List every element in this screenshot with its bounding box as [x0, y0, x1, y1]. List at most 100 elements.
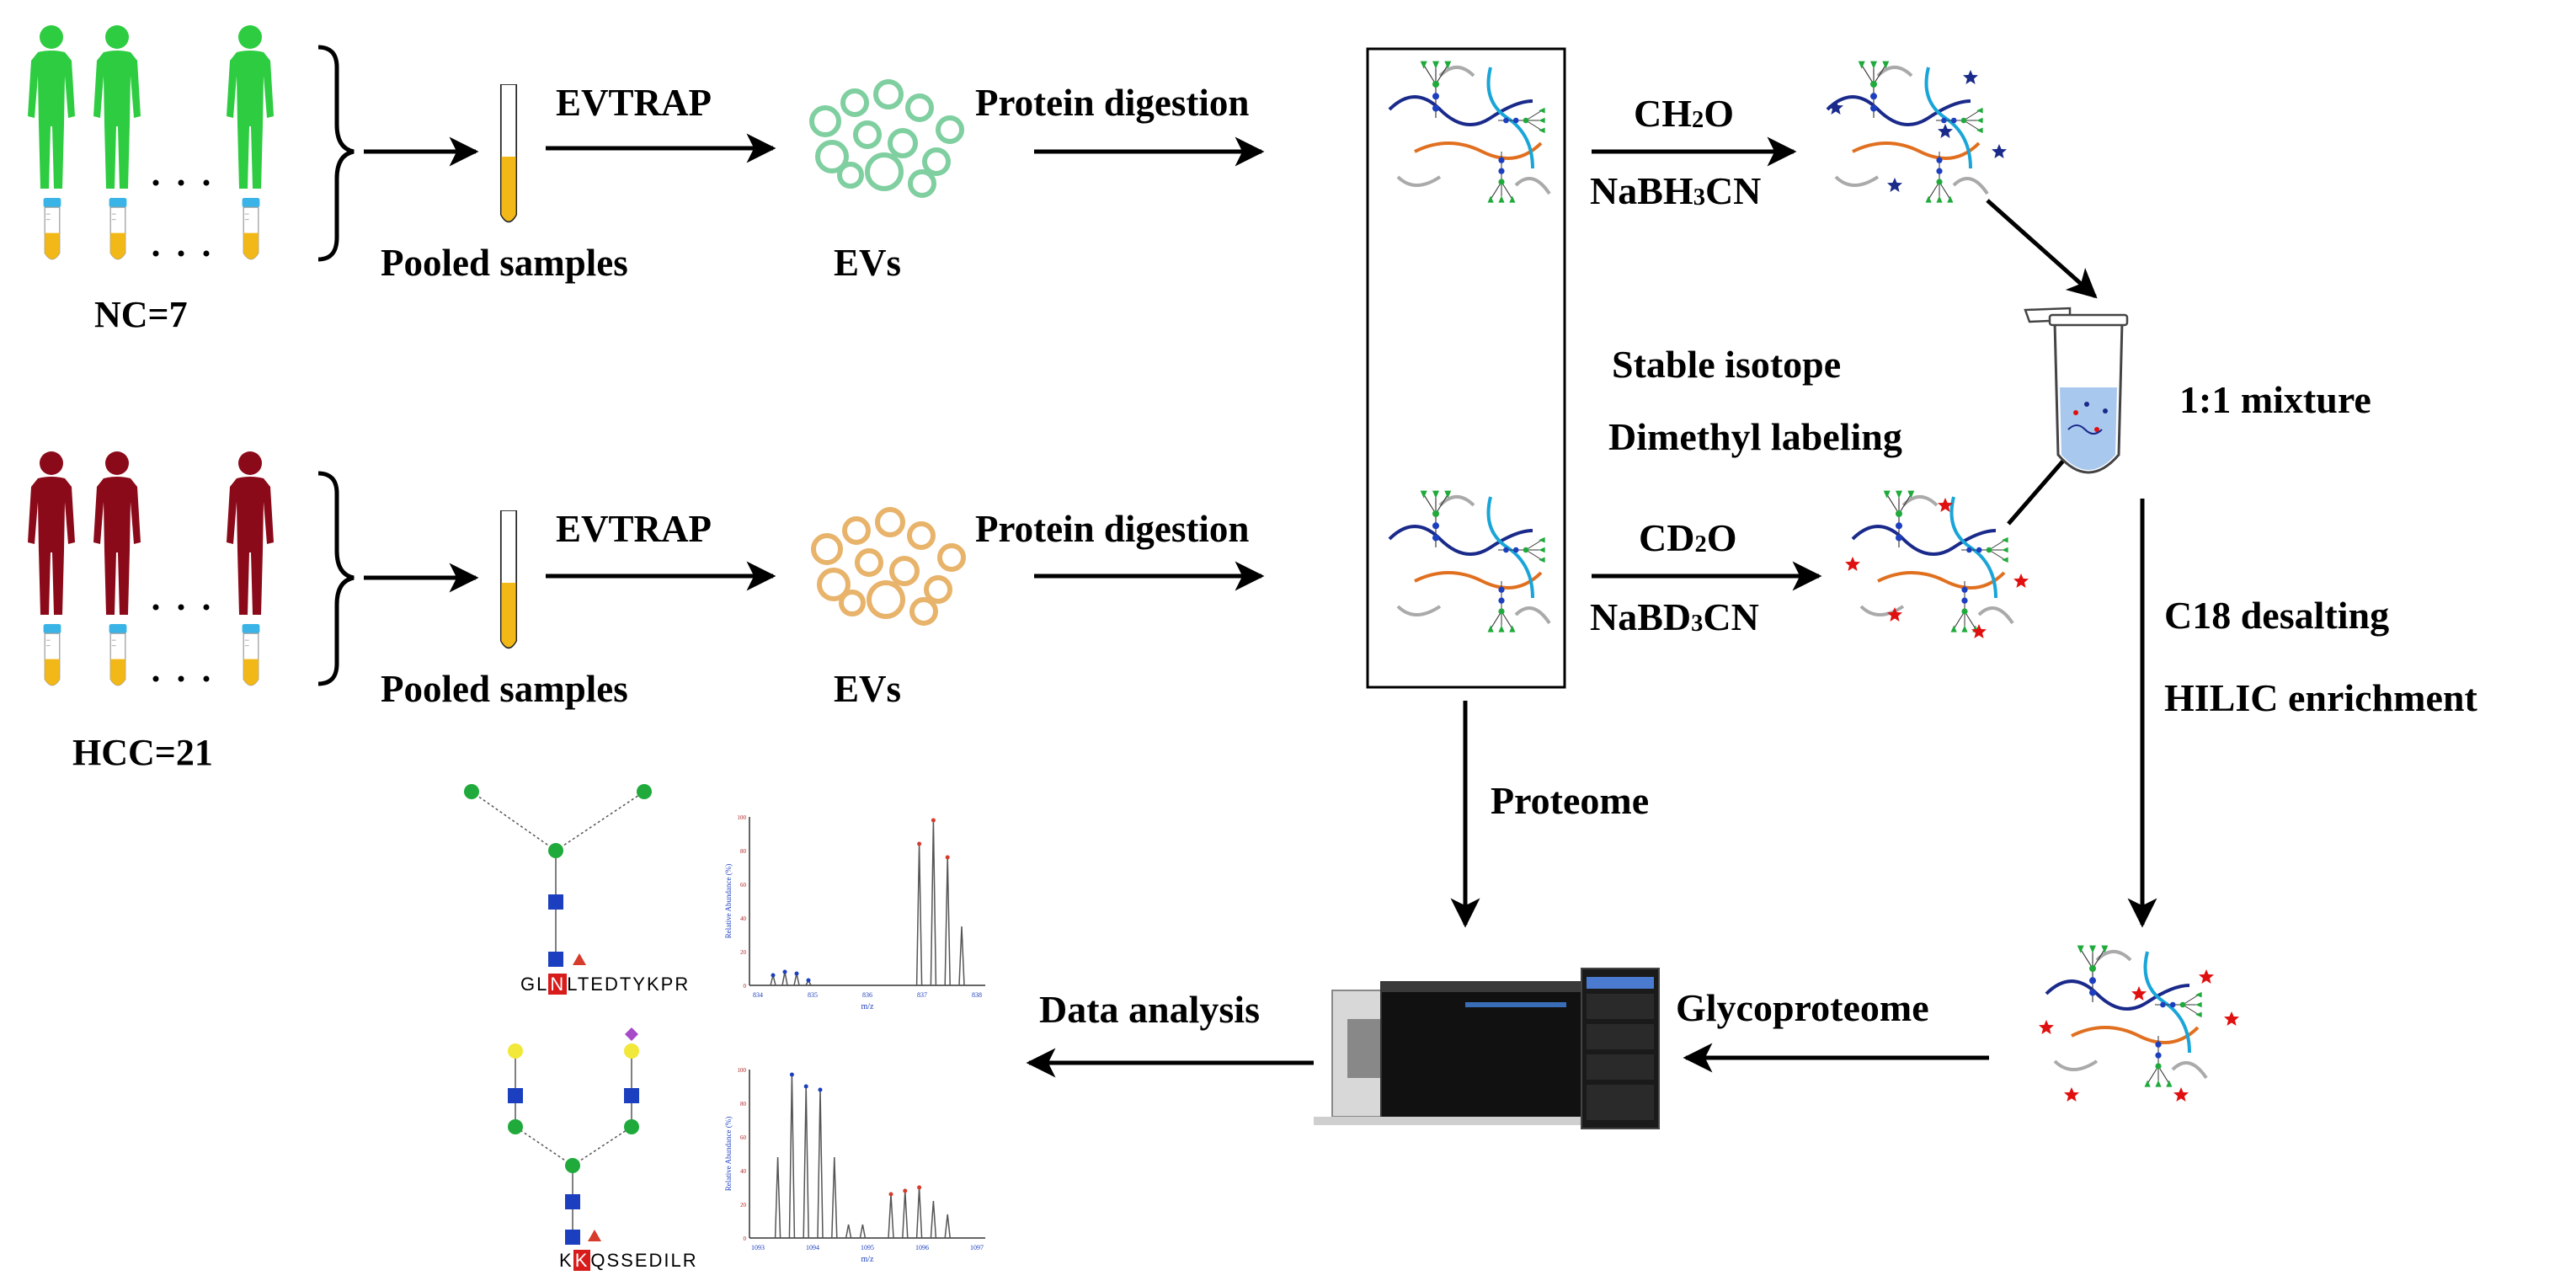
spectrum-peak-marker — [888, 1192, 893, 1197]
ev-vesicle — [811, 533, 843, 565]
spectrum-2: Relative Abundance (%)m/z100806040200109… — [724, 1067, 985, 1264]
sample-tube-icon — [241, 197, 261, 260]
peptide-chain — [1826, 95, 1971, 126]
spectrum-x-tick: 835 — [808, 991, 818, 999]
peptide-chain — [1388, 525, 1533, 556]
ev-vesicle — [888, 128, 918, 158]
label-star-icon — [2131, 986, 2147, 1001]
spectrum-x-tick: 1094 — [806, 1244, 819, 1251]
evtrap-label-hcc: EVTRAP — [556, 508, 712, 550]
peptide-chain — [1859, 605, 1905, 616]
ev-cluster-nc — [809, 79, 964, 198]
heavy-reagent-2: NaBD3CN — [1590, 595, 1759, 638]
spectrum-y-tick: 0 — [744, 983, 747, 990]
spectrum-peak — [817, 1089, 824, 1239]
spectrum-y-tick: 60 — [740, 1134, 747, 1141]
enrichment-label: HILIC enrichment — [2164, 676, 2477, 719]
ev-vesicle — [909, 597, 938, 626]
peptide-chain — [2053, 1059, 2099, 1071]
brace-nc — [317, 45, 355, 262]
ev-vesicle — [924, 575, 952, 604]
spectrum-y-tick: 80 — [740, 1101, 747, 1107]
spectrum-peak — [915, 1187, 923, 1239]
spectrum-y-tick: 20 — [740, 1202, 747, 1209]
ellipsis-dots — [152, 179, 210, 682]
peptide-chain — [1852, 141, 1981, 160]
peptide-chain — [1514, 177, 1551, 195]
digestion-label-hcc: Protein digestion — [975, 508, 1250, 550]
ev-label-hcc: EVs — [834, 668, 902, 710]
spectrum-peak-marker — [794, 971, 799, 976]
spectrum-peak — [788, 1074, 796, 1239]
sample-tube-icon — [108, 197, 128, 260]
label-star-icon — [1938, 124, 1953, 138]
group-label-hcc: HCC=21 — [72, 732, 213, 773]
ev-vesicle — [889, 556, 920, 586]
pooled-tube-nc — [499, 84, 518, 223]
spectrum-peak-marker — [806, 978, 811, 983]
ev-label-nc: EVs — [834, 242, 902, 284]
glycan-structure-2 — [508, 1027, 639, 1245]
spectrum-x-tick: 1095 — [861, 1244, 874, 1251]
spectrum-peak — [859, 1224, 867, 1239]
person-icon — [93, 451, 141, 615]
peptide-chain — [1396, 605, 1442, 616]
digestion-label-nc: Protein digestion — [975, 82, 1250, 124]
label-star-icon — [2064, 1087, 2079, 1102]
label-star-icon — [1963, 70, 1978, 84]
sample-tube-icon — [42, 623, 62, 686]
ev-vesicle — [937, 543, 966, 572]
peptide-cluster-bottom — [1388, 489, 1551, 633]
peptide-chain — [1414, 141, 1543, 160]
ev-vesicle — [817, 568, 851, 601]
spectrum-y-tick: 80 — [740, 848, 747, 855]
peptide-chain — [1834, 175, 1880, 187]
peptide-chain — [1851, 525, 1997, 556]
nc-people-icons — [28, 25, 274, 189]
spectrum-peak — [803, 1086, 809, 1239]
light-reagent-1: CH2O — [1634, 92, 1735, 135]
ev-vesicle — [873, 79, 904, 109]
spectrum-peak — [930, 819, 937, 986]
peptide-cluster-top — [1388, 60, 1551, 204]
sample-tube-icon — [42, 197, 62, 260]
ev-vesicle — [865, 152, 904, 191]
ev-vesicle — [875, 507, 905, 537]
peptide-box — [1366, 47, 1566, 689]
spectrum-peak-marker — [945, 855, 950, 860]
peptide-chain — [1414, 571, 1543, 590]
pooled-label-nc: Pooled samples — [381, 242, 628, 284]
peptide-chain — [1514, 606, 1551, 625]
spectrum-y-tick: 20 — [740, 949, 747, 956]
ev-vesicle — [907, 521, 936, 550]
spectrum-peak-marker — [782, 969, 787, 974]
spectrum-x-tick: 1096 — [915, 1244, 929, 1251]
spectrum-peak-marker — [903, 1188, 908, 1193]
evtrap-label-nc: EVTRAP — [556, 82, 712, 124]
spectrum-peak — [845, 1224, 852, 1239]
spectrum-peak — [915, 843, 923, 986]
person-icon — [28, 25, 75, 189]
ev-vesicle — [905, 93, 934, 122]
ev-vesicle — [842, 516, 871, 545]
glycoproteome-label: Glycoproteome — [1676, 986, 1929, 1029]
spectrum-y-tick: 40 — [740, 1168, 747, 1175]
spectrum-y-label: Relative Abundance (%) — [724, 1117, 733, 1191]
mixture-label: 1:1 mixture — [2179, 378, 2371, 421]
peptide-chain — [1924, 67, 1972, 169]
peptide-chain — [1396, 175, 1442, 187]
spectrum-peak — [774, 1156, 781, 1239]
peptide-chain — [1949, 496, 1997, 599]
pooled-tube-hcc — [499, 510, 518, 649]
spectrum-1: Relative Abundance (%)m/z100806040200834… — [724, 814, 985, 1011]
peptide-chain — [1977, 606, 2014, 625]
spectrum-x-tick: 836 — [862, 991, 872, 999]
ev-vesicle — [815, 140, 849, 173]
ev-vesicle — [809, 105, 841, 137]
person-icon — [28, 451, 75, 615]
peptide-chain — [1486, 496, 1534, 599]
spectrum-peak — [944, 1214, 951, 1239]
peptide-sequence-2: KKQSSEDILR — [559, 1250, 698, 1271]
peptide-cluster-heavy-labeled — [1845, 489, 2029, 638]
spectrum-peak — [958, 926, 965, 986]
